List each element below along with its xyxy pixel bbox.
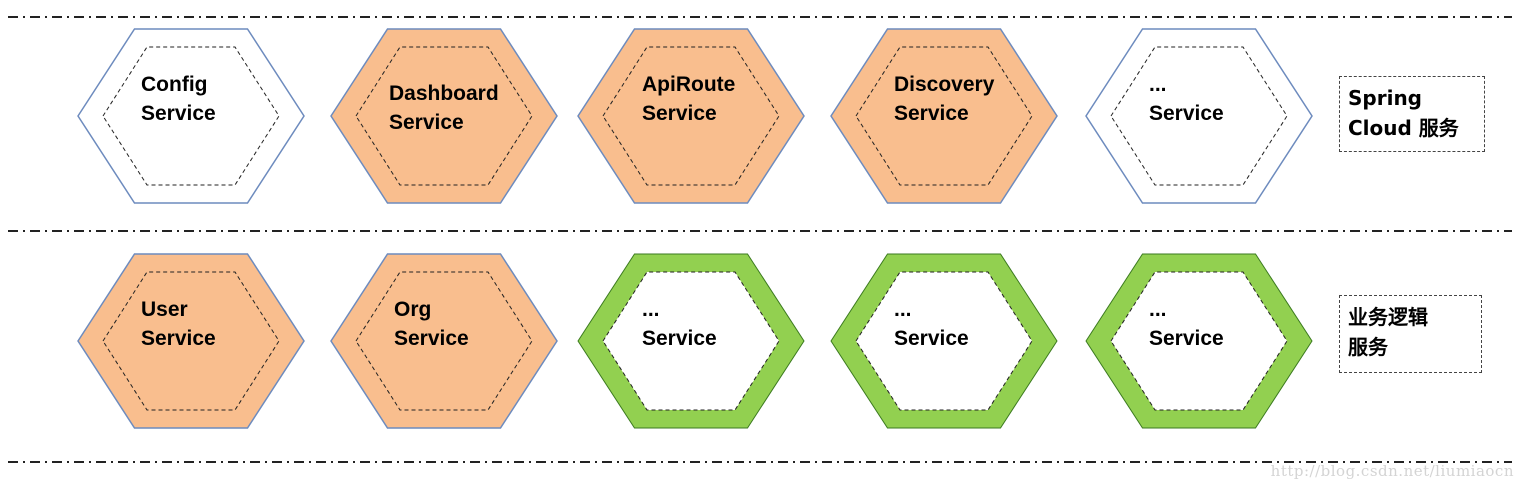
service-hexagon-inner xyxy=(102,46,280,186)
service-hexagon-outer xyxy=(330,28,558,204)
group-label-business-logic: 业务逻辑 服务 xyxy=(1339,295,1482,373)
group-label-line: 业务逻辑 xyxy=(1348,305,1428,329)
hex-label-line: Service xyxy=(141,327,216,350)
hex-label-line: Service xyxy=(141,102,216,125)
group-label-line: 服务 xyxy=(1348,335,1388,359)
hex-label-line: Service xyxy=(894,102,969,125)
hex-label-line: Config xyxy=(141,73,208,96)
service-hexagon-outer xyxy=(77,253,305,429)
hex-label-line: ... xyxy=(1149,298,1167,321)
hex-label-business-service-3: ... Service xyxy=(1149,295,1224,353)
hex-label-dashboard-service: Dashboard Service xyxy=(389,79,499,137)
hex-label-line: ... xyxy=(642,298,660,321)
hex-label-business-service-1: ... Service xyxy=(642,295,717,353)
hex-label-line: ... xyxy=(1149,73,1167,96)
service-hexagon-inner xyxy=(1110,271,1288,411)
service-hexagon-outer xyxy=(330,253,558,429)
service-hexagon-outer xyxy=(1085,28,1313,204)
hexagon-layer xyxy=(77,28,1313,429)
hex-label-line: Service xyxy=(394,327,469,350)
hex-label-org-service: Org Service xyxy=(394,295,469,353)
service-hexagon-inner xyxy=(602,46,780,186)
service-hexagon-outer xyxy=(577,28,805,204)
hex-label-user-service: User Service xyxy=(141,295,216,353)
service-hexagon-inner xyxy=(355,271,533,411)
group-label-spring-cloud: Spring Cloud 服务 xyxy=(1339,76,1485,152)
service-hexagon-inner xyxy=(355,46,533,186)
service-hexagon-inner xyxy=(855,46,1033,186)
group-label-line: Cloud 服务 xyxy=(1348,116,1459,140)
hex-label-line: Service xyxy=(642,102,717,125)
group-label-line: Spring xyxy=(1348,86,1422,110)
watermark-text: http://blog.csdn.net/liumiaocn xyxy=(1270,462,1514,480)
hex-label-discovery-service: Discovery Service xyxy=(894,70,994,128)
hex-label-line: ... xyxy=(894,298,912,321)
service-hexagon-inner xyxy=(855,271,1033,411)
hex-label-config-service: Config Service xyxy=(141,70,216,128)
hex-label-line: Service xyxy=(642,327,717,350)
hex-label-line: Discovery xyxy=(894,73,995,96)
hex-label-line: Service xyxy=(1149,327,1224,350)
hex-label-apiroute-service: ApiRoute Service xyxy=(642,70,735,128)
hex-label-line: Service xyxy=(894,327,969,350)
service-hexagon-outer xyxy=(830,28,1058,204)
service-hexagon-inner xyxy=(102,271,280,411)
service-hexagon-outer xyxy=(77,28,305,204)
service-hexagon-inner xyxy=(602,271,780,411)
hex-label-line: Service xyxy=(389,111,464,134)
hex-label-line: ApiRoute xyxy=(642,73,736,96)
hex-label-line: Org xyxy=(394,298,432,321)
service-hexagon-inner xyxy=(1110,46,1288,186)
hex-label-line: User xyxy=(141,298,188,321)
hex-label-business-service-2: ... Service xyxy=(894,295,969,353)
hex-label-other-cloud-service: ... Service xyxy=(1149,70,1224,128)
hex-label-line: Service xyxy=(1149,102,1224,125)
hex-label-line: Dashboard xyxy=(389,82,499,105)
